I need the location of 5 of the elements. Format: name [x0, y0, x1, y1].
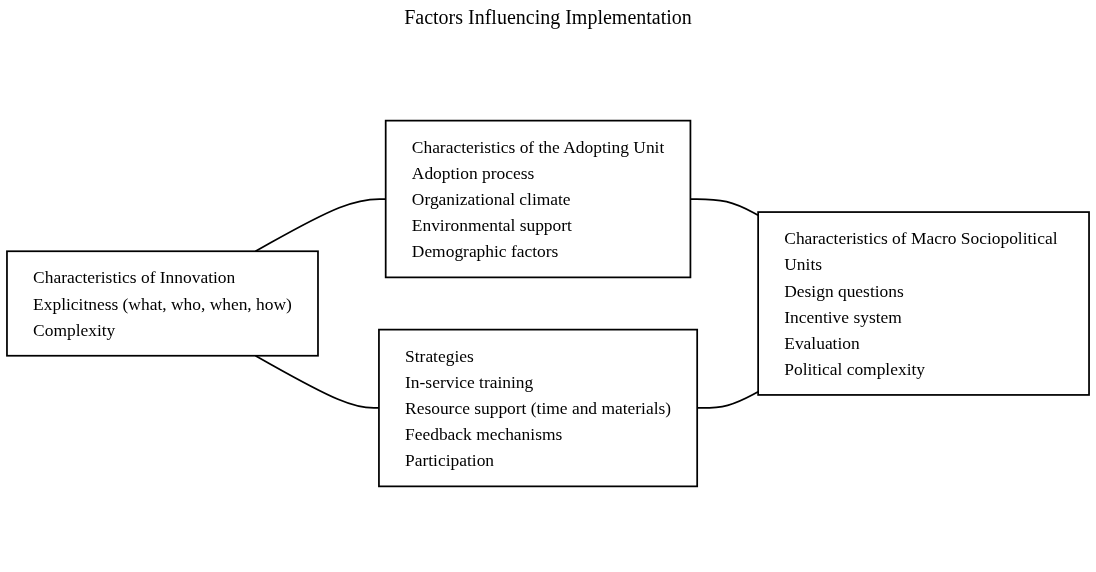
- node-box: Characteristics of the Adopting Unit Adoption process Organizational climate Environmental support Demographic factors: [384, 119, 692, 279]
- node-box: Characteristics of Macro Sociopolitical Units Design questions Incentive system Evaluation Political complexity: [757, 211, 1090, 396]
- node-box: Characteristics of Innovation Explicitness (what, who, when, how) Complexity: [6, 250, 319, 357]
- center-label: Factors Influencing Implementation: [404, 6, 692, 29]
- node-box: Strategies In-service training Resource support (time and materials) Feedback mechanisms Participation: [378, 328, 699, 488]
